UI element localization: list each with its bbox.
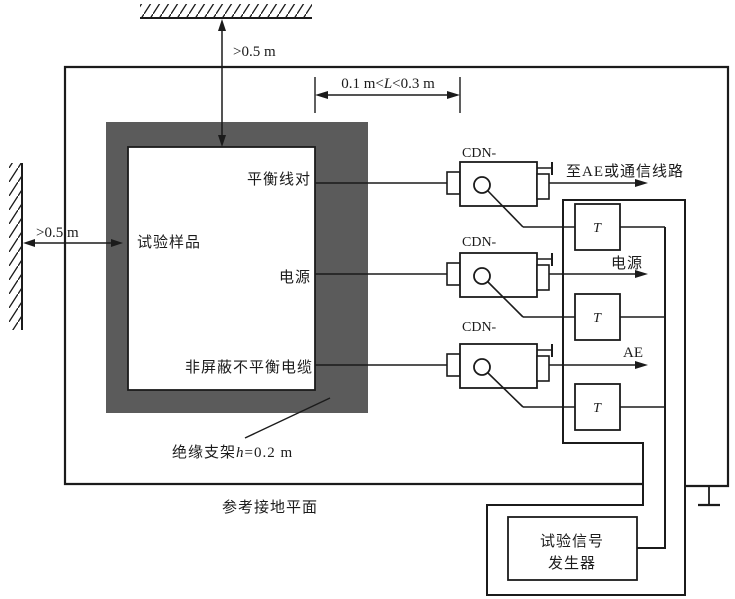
cdn-box-2 bbox=[459, 252, 538, 298]
port-label-power: 电源 bbox=[279, 269, 311, 286]
left-clearance-arrow bbox=[23, 239, 123, 247]
cdn-port-circle-3 bbox=[473, 358, 491, 376]
cdn-unit-1: CDN- bbox=[446, 146, 553, 228]
cdn-box-3 bbox=[459, 343, 538, 389]
cdn-label-2: CDN- bbox=[462, 235, 497, 250]
top-clearance-label: >0.5 m bbox=[233, 44, 276, 60]
support-label-pre: 绝缘支架 bbox=[172, 444, 236, 461]
cdn-right-connector-1 bbox=[536, 173, 550, 200]
cdn-terminal-icon-3 bbox=[537, 344, 553, 357]
t-box-3 bbox=[574, 383, 621, 431]
support-leader-line bbox=[244, 397, 331, 439]
cdn-unit-2: CDN- bbox=[446, 235, 553, 318]
cdn-left-connector-3 bbox=[446, 353, 461, 377]
t-label-1: T bbox=[593, 221, 602, 236]
common-return-line bbox=[637, 227, 666, 549]
cdn-right-connector-3 bbox=[536, 355, 550, 382]
t-box-2 bbox=[574, 293, 621, 341]
signal-generator-label-line1: 试验信号 bbox=[540, 533, 604, 550]
cdn-port-circle-1 bbox=[473, 176, 491, 194]
output-arrow-3 bbox=[549, 361, 648, 369]
cdn-left-connector-1 bbox=[446, 171, 461, 195]
cable-length-post: <0.3 m bbox=[392, 76, 435, 92]
output-arrow-1 bbox=[549, 179, 648, 187]
port-label-unshielded: 非屏蔽不平衡电缆 bbox=[185, 359, 313, 376]
eut-label: 试验样品 bbox=[137, 234, 201, 251]
ground-icon bbox=[698, 486, 720, 507]
cdn-port-circle-2 bbox=[473, 267, 491, 285]
output-arrow-2 bbox=[549, 270, 648, 278]
ground-plane-border bbox=[63, 65, 730, 488]
cdn-terminal-icon-2 bbox=[537, 253, 553, 266]
cable-length-label: 0.1 m<L<0.3 m bbox=[341, 76, 435, 92]
t-label-3: T bbox=[593, 401, 602, 416]
cdn-switch-line-3 bbox=[487, 372, 524, 408]
signal-generator-loop bbox=[486, 199, 686, 596]
port-label-balanced: 平衡线对 bbox=[247, 171, 311, 188]
cdn-switch-line-1 bbox=[487, 190, 524, 228]
cdn-right-connector-2 bbox=[536, 264, 550, 291]
cable-length-var: L bbox=[383, 76, 392, 92]
ceiling-hatch bbox=[140, 4, 312, 19]
ground-plane-label: 参考接地平面 bbox=[222, 499, 318, 516]
left-clearance-label: >0.5 m bbox=[36, 225, 79, 241]
support-label: 绝缘支架h=0.2 m bbox=[172, 444, 293, 461]
cdn-switch-line-2 bbox=[487, 281, 524, 318]
top-clearance-arrow bbox=[218, 19, 226, 147]
t-box-1 bbox=[574, 203, 621, 251]
cdn-left-connector-2 bbox=[446, 262, 461, 286]
support-label-var: h bbox=[236, 445, 245, 461]
t-label-2: T bbox=[593, 311, 602, 326]
cdn-terminal-icon-1 bbox=[537, 162, 553, 175]
output-label-2: 电源 bbox=[611, 255, 643, 272]
cable-length-pre: 0.1 m< bbox=[341, 76, 384, 92]
cdn-unit-3: CDN- bbox=[446, 320, 553, 408]
output-label-3: AE bbox=[623, 345, 643, 361]
support-label-post: =0.2 m bbox=[245, 445, 294, 461]
cdn-label-1: CDN- bbox=[462, 146, 497, 161]
cdn-box-1 bbox=[459, 161, 538, 207]
cdn-label-3: CDN- bbox=[462, 320, 497, 335]
left-wall-hatch bbox=[9, 163, 23, 330]
signal-generator-label-line2: 发生器 bbox=[548, 555, 596, 572]
cable-length-dimension bbox=[314, 77, 461, 113]
signal-generator-box bbox=[507, 516, 638, 581]
output-label-1: 至AE或通信线路 bbox=[566, 163, 684, 180]
eut-box bbox=[127, 146, 316, 391]
